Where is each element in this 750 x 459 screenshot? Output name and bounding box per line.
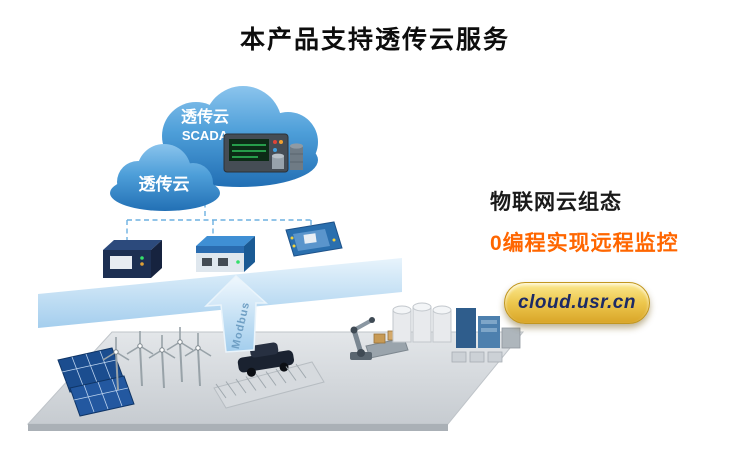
cloud-url-text: cloud.usr.cn — [518, 292, 636, 313]
device-serial-middle — [196, 236, 255, 272]
modbus-arrow: Modbus — [204, 274, 268, 353]
iot-cloud-heading: 物联网云组态 — [490, 191, 622, 214]
storage-tanks — [392, 302, 452, 343]
cloud-scada-label-1: 透传云 — [181, 107, 229, 126]
scada-device-icon — [223, 133, 303, 173]
dashed-connector — [126, 194, 312, 250]
machinery — [451, 308, 521, 363]
cloud-scada-label-2: SCADA — [182, 128, 229, 143]
device-pcb — [285, 221, 343, 257]
cloud-main: 透传云 — [110, 144, 220, 211]
cloud-url-badge[interactable]: cloud.usr.cn — [504, 282, 650, 324]
factory-car — [213, 342, 325, 409]
page-title: 本产品支持透传云服务 — [239, 26, 510, 54]
zero-code-subheading: 0编程实现远程监控 — [490, 232, 679, 255]
wind-turbines — [102, 327, 212, 391]
cloud-main-label: 透传云 — [139, 174, 190, 194]
device-serial-left — [103, 240, 162, 278]
